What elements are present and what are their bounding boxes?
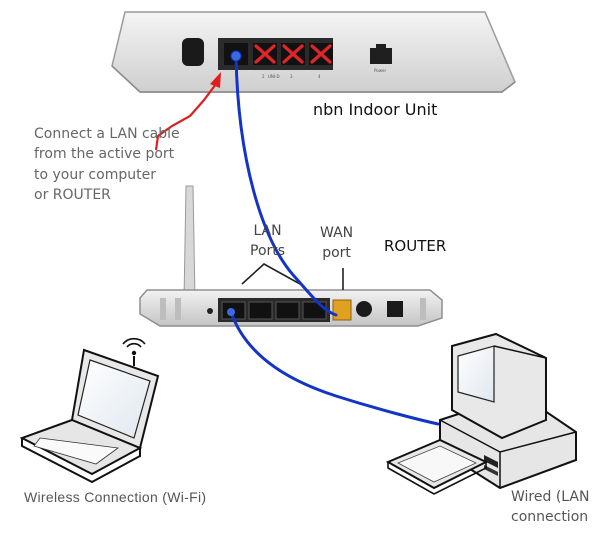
instruction-text: Connect a LAN cable from the active port… <box>34 124 180 205</box>
wired-connection-label: Wired (LAN connection <box>511 488 589 527</box>
instruction-line-1: Connect a LAN cable <box>34 126 180 142</box>
router-lan-port-2 <box>248 301 273 320</box>
router-reset-hole <box>207 308 213 314</box>
wired-connection-label-line2: connection <box>511 508 589 525</box>
router-lan-port-4 <box>302 301 327 320</box>
wan-port-label-line2: port <box>322 244 351 261</box>
nbn-indoor-unit: 2 UNI-D 3 4 Power <box>111 11 516 93</box>
instruction-line-2: from the active port <box>34 146 175 163</box>
router-wan-port <box>332 299 352 321</box>
pc-monitor-screen <box>457 345 495 403</box>
lan-ports-label-line2: Ports <box>250 242 286 259</box>
router-antenna <box>183 185 196 301</box>
wan-port-label-line1: WAN <box>320 225 354 241</box>
laptop <box>19 337 160 484</box>
nbn-port-label-2: UNI-D <box>268 74 280 79</box>
nbn-port-label-4: 4 <box>318 74 321 79</box>
instruction-line-4: or ROUTER <box>34 186 111 203</box>
wan-port-label: WAN port <box>320 224 353 263</box>
router-power-jack <box>387 301 403 317</box>
nbn-inactive-port-3 <box>309 43 333 65</box>
cable-plug-nbn <box>230 50 242 62</box>
cable-router-to-pc <box>229 310 440 426</box>
laptop-keyboard <box>33 437 120 465</box>
nbn-inactive-port-2 <box>281 43 305 65</box>
connect-arrow <box>154 72 221 151</box>
router <box>139 185 443 327</box>
wireless-connection-label: Wireless Connection (Wi-Fi) <box>24 489 207 505</box>
cable-nbn-to-router <box>234 54 338 317</box>
nbn-inactive-port-1 <box>253 43 277 65</box>
router-lan-port-3 <box>275 301 300 320</box>
lan-ports-label-line1: LAN <box>253 223 282 239</box>
desktop-computer <box>385 332 577 495</box>
nbn-power-port <box>370 44 392 64</box>
wired-connection-label-line1: Wired (LAN <box>511 489 590 505</box>
nbn-button <box>182 38 204 66</box>
lan-ports-label: LAN Ports <box>250 222 285 261</box>
router-power-button <box>356 301 372 317</box>
laptop-screen <box>77 359 151 439</box>
lan-ports-bracket <box>241 263 301 285</box>
nbn-unit-label: nbn Indoor Unit <box>313 100 438 119</box>
instruction-line-3: to your computer <box>34 166 156 183</box>
nbn-port-label-1: 2 <box>262 74 265 79</box>
wifi-icon <box>122 337 146 366</box>
router-label: ROUTER <box>384 237 447 255</box>
nbn-power-label: Power <box>374 68 386 73</box>
nbn-port-label-3: 3 <box>290 74 293 79</box>
cable-plug-router <box>227 308 235 316</box>
